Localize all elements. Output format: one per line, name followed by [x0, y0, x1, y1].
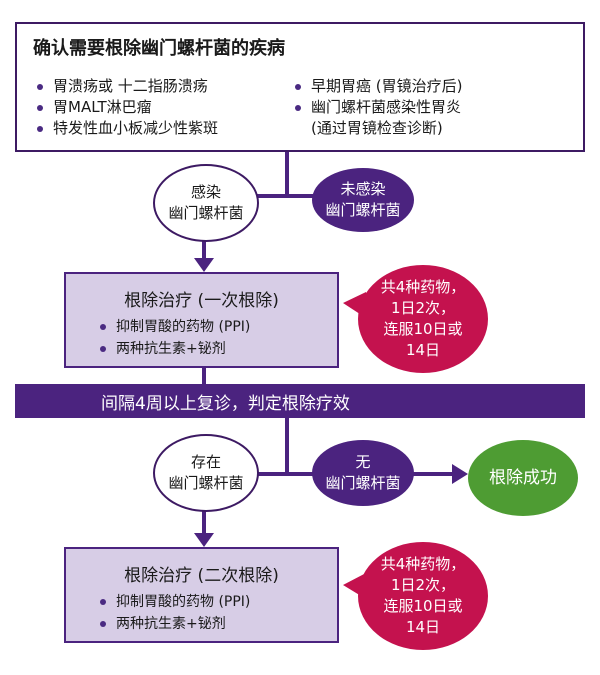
treatment-2-box: 根除治疗 (二次根除) 抑制胃酸的药物 (PPI) 两种抗生素+铋剂	[64, 547, 339, 643]
regimen-1-bubble: 共4种药物， 1日2次， 连服10日或 14日	[358, 265, 488, 373]
regimen-2-bubble: 共4种药物， 1日2次， 连服10日或 14日	[358, 542, 488, 650]
treatment-1-list: 抑制胃酸的药物 (PPI) 两种抗生素+铋剂	[94, 316, 250, 360]
treatment-2-list: 抑制胃酸的药物 (PPI) 两种抗生素+铋剂	[94, 591, 250, 635]
treatment-item: 两种抗生素+铋剂	[94, 613, 250, 635]
criteria-item: 胃MALT淋巴瘤	[31, 97, 281, 118]
criteria-item: 特发性血小板减少性紫斑	[31, 118, 281, 139]
not-infected-node: 未感染 幽门螺杆菌	[312, 168, 414, 232]
treatment-1-title: 根除治疗 (一次根除)	[124, 291, 279, 311]
arrow-head-to-success	[452, 464, 468, 484]
treatment-item: 抑制胃酸的药物 (PPI)	[94, 591, 250, 613]
criteria-list-left: 胃溃疡或 十二指肠溃疡 胃MALT淋巴瘤 特发性血小板减少性紫斑	[31, 76, 281, 139]
criteria-title: 确认需要根除幽门螺杆菌的疾病	[33, 38, 285, 59]
criteria-box: 确认需要根除幽门螺杆菌的疾病 胃溃疡或 十二指肠溃疡 胃MALT淋巴瘤 特发性血…	[15, 22, 585, 152]
arrow-head-to-treat1	[194, 258, 214, 272]
recheck-band: 间隔4周以上复诊，判定根除疗效	[15, 384, 585, 418]
success-node: 根除成功	[468, 440, 578, 516]
treatment-item: 两种抗生素+铋剂	[94, 338, 250, 360]
criteria-item: 早期胃癌 (胃镜治疗后)	[289, 76, 579, 97]
criteria-item: 幽门螺杆菌感染性胃炎 (通过胃镜检查诊断)	[289, 97, 579, 139]
absent-node: 无 幽门螺杆菌	[312, 440, 414, 506]
treatment-2-title: 根除治疗 (二次根除)	[124, 566, 279, 586]
treatment-item: 抑制胃酸的药物 (PPI)	[94, 316, 250, 338]
criteria-list-right: 早期胃癌 (胃镜治疗后) 幽门螺杆菌感染性胃炎 (通过胃镜检查诊断)	[289, 76, 579, 139]
present-node: 存在 幽门螺杆菌	[153, 434, 259, 512]
treatment-1-box: 根除治疗 (一次根除) 抑制胃酸的药物 (PPI) 两种抗生素+铋剂	[64, 272, 339, 368]
infected-node: 感染 幽门螺杆菌	[153, 164, 259, 242]
arrow-head-to-treat2	[194, 533, 214, 547]
criteria-item: 胃溃疡或 十二指肠溃疡	[31, 76, 281, 97]
